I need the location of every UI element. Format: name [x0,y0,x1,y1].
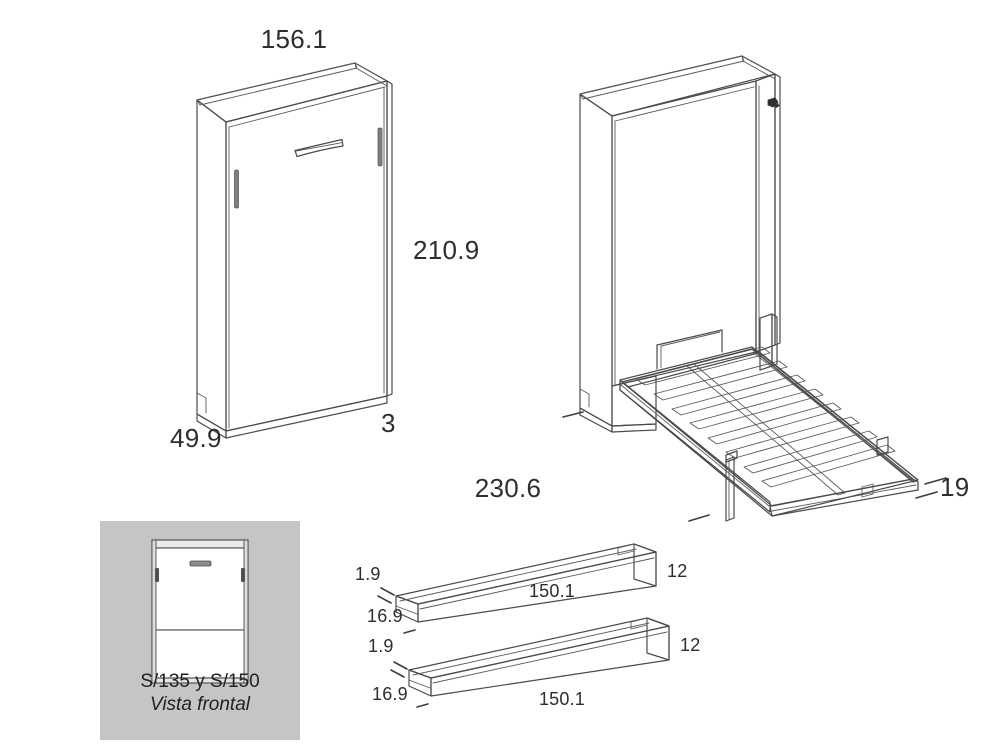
rail-lower-thickness-label: 1.9 [368,636,394,656]
rail-lower-front-face [430,625,670,697]
mattress-retainer-bracket [656,329,723,370]
rail-upper-notch [617,543,635,556]
open-top-bracket-fitting [767,97,780,108]
closed-wardrobe-view: 156.1 210.9 49.9 3 [170,24,480,453]
dim-bed-length-label: 230.6 [475,473,542,503]
rail-upper-thickness-label: 1.9 [355,564,381,584]
inset-right-stile [243,539,249,684]
rail-upper-dim-ticks [377,587,416,634]
front-view-inset: S/135 y S/150 Vista frontal [100,521,300,740]
rail-lower-length-label: 150.1 [539,689,585,709]
rail-lower-notch [630,617,648,630]
inset-hinge-left [155,568,159,582]
dim-leader-19 [915,477,947,499]
closed-door-handle [294,138,344,158]
inset-title: S/135 y S/150 [140,671,259,692]
rail-upper-left-end [395,595,419,623]
bed-head-rail [621,348,759,388]
inset-hinge-right [241,568,245,582]
closed-door-hinge-left [234,169,239,209]
inset-left-stile [151,539,157,684]
dim-thickness-label: 3 [381,408,396,438]
rail-upper-end-label: 12 [667,561,687,581]
rail-lower-dim-ticks [390,661,429,708]
open-carcass-top [579,55,776,117]
open-carcass-left-side [579,93,613,427]
dim-depth-label: 49.9 [170,423,222,453]
inset-upper-door [151,547,249,631]
rail-lower-right-end [646,617,670,661]
closed-right-edge [386,80,393,397]
rail-lower-height-label: 16.9 [372,684,408,704]
dim-width-label: 156.1 [261,24,328,54]
inset-elevation [151,539,249,684]
rail-upper-height-label: 16.9 [367,606,403,626]
bed-frame [619,313,919,522]
closed-door-hinge-right [377,127,383,167]
rail-lower-left-end [408,669,432,697]
bed-frame-outline [619,346,919,517]
open-carcass-right-edge [774,73,781,346]
closed-front-door [225,80,388,432]
rail-lower-view: 1.9 16.9 150.1 12 [368,617,700,709]
rail-lower-end-label: 12 [680,635,700,655]
rail-upper-view: 1.9 16.9 150.1 12 [355,543,687,634]
dim-foot-label: 19 [940,472,970,502]
closed-left-side-panel [196,99,227,432]
inset-lower-panel [151,629,249,679]
rail-upper-length-label: 150.1 [529,581,575,601]
bed-foot-block-center [861,483,874,498]
open-carcass-right-side [755,73,776,353]
dim-leader-230 [562,411,710,522]
inset-door-handle [189,560,212,567]
inset-top-cap [151,539,249,549]
closed-top-surface [196,62,388,123]
bed-support-leg [725,450,738,522]
dim-height-label: 210.9 [413,235,480,265]
bed-side-stop-panel [759,313,778,371]
rail-upper-right-end [633,543,657,587]
closed-bottom-plinth [196,395,388,439]
bed-foot-block-right [876,436,889,456]
open-wall-bed-view: 230.6 19 [475,55,970,522]
inset-subtitle: Vista frontal [150,694,251,715]
